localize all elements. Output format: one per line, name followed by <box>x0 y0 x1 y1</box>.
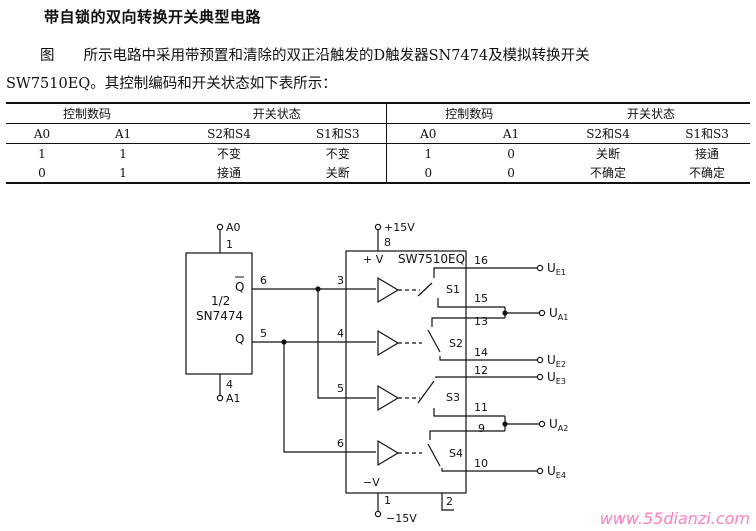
pin-label: 3 <box>337 274 344 287</box>
pin-label: 13 <box>474 315 488 328</box>
table-cell: 1 <box>119 146 127 161</box>
a0-terminal <box>216 223 224 231</box>
flipflop-name-bottom: SN7474 <box>196 309 243 323</box>
chip-name: SW7510EQ <box>398 252 465 266</box>
output-ue4-label: UE4 <box>547 464 566 480</box>
chip-vplus-label: + V <box>363 253 384 266</box>
pin-label: 5 <box>260 327 267 340</box>
column-header: S1和S3 <box>290 123 387 144</box>
ue1-terminal <box>536 264 544 272</box>
intro-line-2: SW7510EQ。其控制编码和开关状态如下表所示： <box>6 76 337 92</box>
group-header: 开关状态 <box>552 102 751 124</box>
column-header: A0 <box>6 123 78 144</box>
pin-label: 6 <box>337 437 344 450</box>
q-label: Q <box>235 332 244 346</box>
junction-dot <box>281 339 287 345</box>
table-cell: 0 <box>6 163 78 184</box>
pin-label: 11 <box>474 401 488 414</box>
output-ue3-label: UE3 <box>547 370 566 386</box>
vplus-terminal <box>374 223 382 231</box>
junction-dot <box>315 286 321 292</box>
table-cell: 1 <box>38 146 46 161</box>
control-code-table: 控制数码 开关状态 控制数码 开关状态 A0 A1 S2和S4 S1和S3 A0… <box>6 102 751 184</box>
table-cell: 不变 <box>217 147 242 161</box>
pin-label: 14 <box>474 346 488 359</box>
buffer-2 <box>377 329 400 357</box>
column-header: A1 <box>470 123 553 144</box>
intro-line-1: 图 所示电路中采用带预置和清除的双正沿触发的D触发器SN7474及模拟转换开关 <box>40 48 590 64</box>
table-cell: 不确定 <box>664 163 751 184</box>
buffer-4 <box>377 439 400 467</box>
pin-label: 12 <box>474 364 488 377</box>
table-cell: 关断 <box>596 147 621 161</box>
pin-label: 10 <box>474 457 488 470</box>
column-header: A0 <box>385 123 471 144</box>
group-header: 开关状态 <box>168 102 387 124</box>
ue4-terminal <box>536 467 544 475</box>
output-ua2-label: UA2 <box>549 417 568 433</box>
table-cell: 接通 <box>168 163 291 184</box>
table-cell: 1 <box>78 163 169 184</box>
column-header: A1 <box>78 123 169 144</box>
a1-terminal <box>216 394 224 402</box>
output-ua1-label: UA1 <box>549 306 568 322</box>
ue3-terminal <box>536 373 544 381</box>
switch-label: S2 <box>449 337 463 350</box>
ua1-terminal <box>538 309 546 317</box>
chip-box <box>345 250 467 494</box>
table-cell: 接通 <box>695 147 720 161</box>
buffer-3 <box>377 384 400 412</box>
column-header: S2和S4 <box>168 123 291 144</box>
ue2-terminal <box>536 356 544 364</box>
table-cell: 不变 <box>325 147 350 161</box>
group-header: 控制数码 <box>6 102 169 124</box>
table-row: 1 1 不变 不变 1 0 关断 接通 <box>6 143 750 163</box>
vminus-label: −15V <box>386 512 417 525</box>
pin-label: 4 <box>226 378 233 391</box>
a1-label: A1 <box>226 392 241 405</box>
table-row: 0 1 接通 关断 0 0 不确定 不确定 <box>6 163 751 184</box>
ua2-terminal <box>538 420 546 428</box>
output-ue2-label: UE2 <box>547 353 566 369</box>
switch-label: S1 <box>446 283 460 296</box>
flipflop-box <box>185 252 253 375</box>
table-cell: 0 <box>385 163 471 184</box>
pin-label: 8 <box>384 236 391 249</box>
table-cell: 不确定 <box>552 163 665 184</box>
pin-label: 4 <box>337 327 344 340</box>
table-cell: 1 <box>385 143 471 163</box>
table-cell: 关断 <box>290 163 387 184</box>
watermark: www.55dianzi.com <box>599 509 750 528</box>
vplus-label: +15V <box>384 221 415 234</box>
pin-label: 2 <box>446 495 453 508</box>
switch-label: S4 <box>449 447 463 460</box>
junction-dot <box>502 310 508 316</box>
table-cell: 0 <box>470 163 553 184</box>
column-header: S2和S4 <box>552 123 665 144</box>
a0-label: A0 <box>226 221 241 234</box>
intro-paragraph: 图 所示电路中采用带预置和清除的双正沿触发的D触发器SN7474及模拟转换开关 … <box>6 42 752 98</box>
table-header-row: A0 A1 S2和S4 S1和S3 A0 A1 S2和S4 S1和S3 <box>6 123 751 144</box>
pin-label: 15 <box>474 292 488 305</box>
junction-dot <box>502 421 508 427</box>
buffer-1 <box>377 276 400 304</box>
q-bar-label: Q <box>235 280 244 294</box>
vminus-terminal <box>374 510 382 518</box>
flipflop-name-top: 1/2 <box>211 294 230 308</box>
pin-label: 1 <box>384 494 391 507</box>
pin-label: 1 <box>226 238 233 251</box>
table-cell: 0 <box>507 146 515 161</box>
pin-label: 9 <box>478 422 485 435</box>
pin-label: 5 <box>337 382 344 395</box>
chip-vminus-label: −V <box>363 476 380 489</box>
page-title: 带自锁的双向转换开关典型电路 <box>44 8 262 26</box>
column-header: S1和S3 <box>664 123 751 144</box>
switch-label: S3 <box>446 391 460 404</box>
table-group-row: 控制数码 开关状态 控制数码 开关状态 <box>6 102 751 124</box>
output-ue1-label: UE1 <box>547 261 566 277</box>
group-header: 控制数码 <box>385 102 553 124</box>
pin-label: 6 <box>260 274 267 287</box>
pin-label: 16 <box>474 254 488 267</box>
